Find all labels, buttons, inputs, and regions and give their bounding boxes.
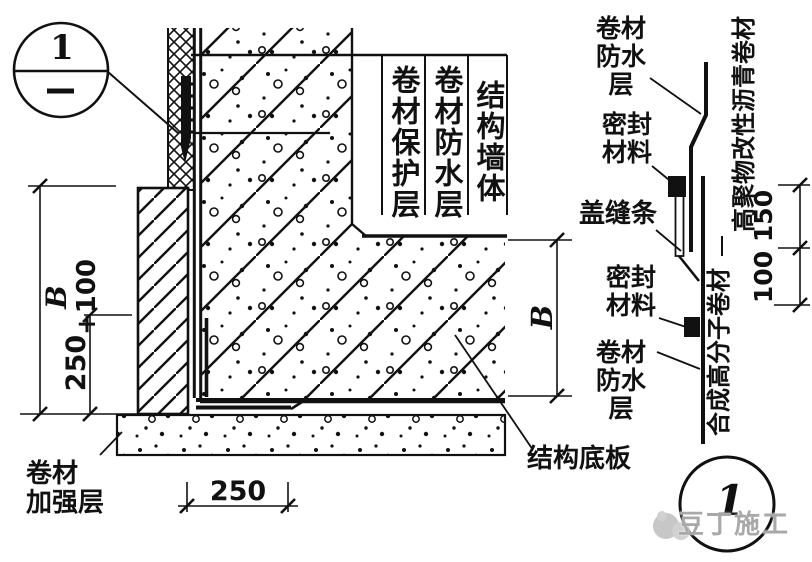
- detail-label-leaders: [649, 77, 702, 370]
- ext-lines: [774, 184, 810, 306]
- dim-ticks: [32, 178, 98, 422]
- protection-wall: [136, 186, 190, 416]
- wall-right-edge: [350, 28, 367, 237]
- layer-label-waterproof: 卷材防水层: [430, 64, 464, 220]
- dimensions-left: [20, 178, 138, 422]
- watermark-text: 豆丁施工: [678, 510, 791, 540]
- detail-label-membrane-top: 卷材 防水层: [595, 14, 646, 99]
- layer-label-wall: 结构墙体: [472, 80, 506, 204]
- dim-ticks: [549, 232, 565, 404]
- watermark-logo-icon: [653, 511, 690, 540]
- dim-wall-height-var: B: [40, 285, 74, 309]
- layer-label-box: [191, 53, 508, 215]
- dim-lap-synthetic: 100: [749, 250, 778, 304]
- layer-label-protection: 卷材保护层: [387, 64, 421, 220]
- dimension-slab-depth: [508, 232, 572, 404]
- dim-lap-modified: 150: [749, 189, 778, 243]
- label-base-slab: 结构底板: [526, 444, 631, 474]
- membrane-lines: [181, 28, 505, 411]
- detail-sealant-bottom-blob: [684, 317, 700, 337]
- detail-sealant-top-blob: [668, 176, 686, 197]
- detail-cover-strip-tail: [677, 255, 701, 282]
- cushion-layer: [115, 413, 507, 457]
- dim-wall-height: B +100: [12, 197, 102, 397]
- leader-reinforce-label: [99, 431, 123, 456]
- detail-label-sealant-top: 密封 材料: [601, 110, 652, 167]
- callout-top-number: 1: [50, 28, 74, 68]
- dim-lap-bottom: 250: [209, 476, 267, 507]
- dim-slab-depth: B: [525, 304, 559, 330]
- dimensions-lap: [774, 177, 810, 313]
- leader-slab-label: [454, 334, 534, 451]
- label-type-synthetic-polymer: 合成高分子卷材: [705, 268, 733, 436]
- floor-membrane-step: [290, 400, 303, 411]
- callout-bottom-number: 1: [715, 476, 745, 525]
- membrane-top-termination: [181, 76, 191, 163]
- label-reinforce-layer: 卷材 加强层: [26, 459, 105, 519]
- dim-upstand: 250: [61, 334, 92, 392]
- dim-ticks: [179, 498, 296, 514]
- detail-section: [649, 62, 723, 444]
- dimension-lap-bottom: [178, 482, 298, 514]
- detail-label-sealant-bottom: 密封 材料: [605, 263, 656, 320]
- callout-circle-bottom: [678, 455, 776, 553]
- detail-label-membrane-bottom: 卷材 防水层: [595, 338, 646, 423]
- dim-ticks: [792, 177, 808, 313]
- detail-label-cover-strip: 盖缝条: [578, 199, 657, 229]
- detail-membrane-top: [689, 62, 708, 252]
- concrete-body: [200, 28, 505, 402]
- detail-callout-top: [12, 21, 179, 134]
- callout-leader: [107, 71, 179, 134]
